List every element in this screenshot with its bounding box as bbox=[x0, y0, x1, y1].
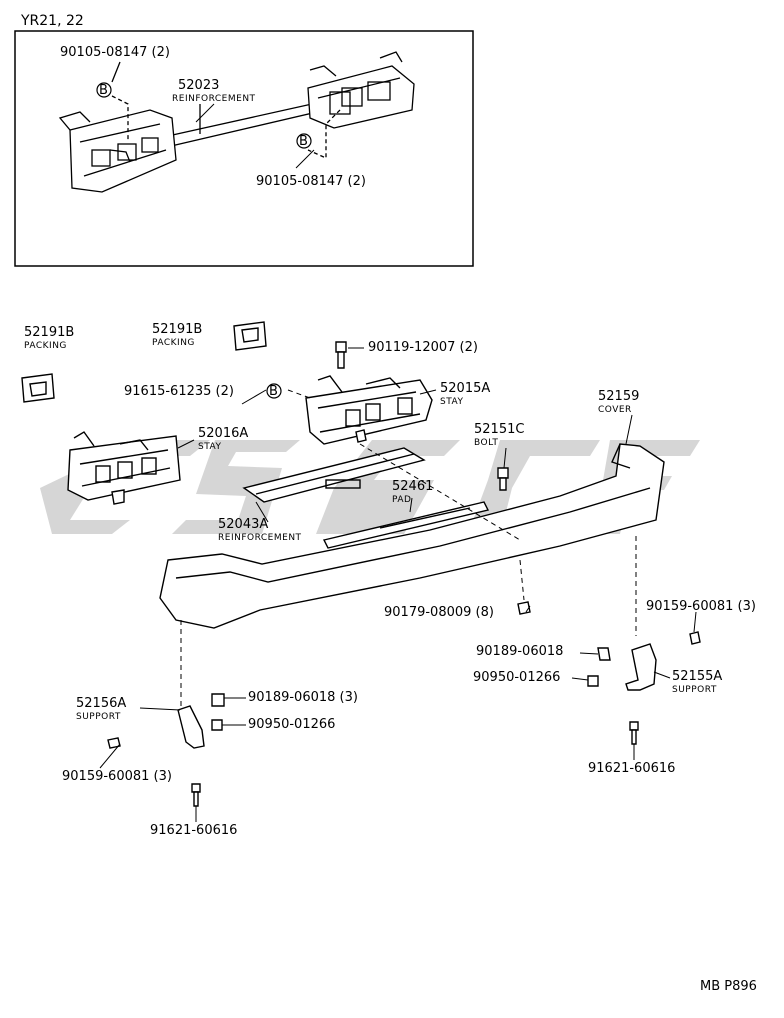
stay-52015a-number: 52015A bbox=[440, 381, 491, 396]
support-52156a-name: SUPPORT bbox=[76, 712, 121, 722]
inset-reinforcement-name: REINFORCEMENT bbox=[172, 94, 256, 104]
support-52155a-number: 52155A bbox=[672, 669, 723, 684]
reinf-52043a-name: REINFORCEMENT bbox=[218, 533, 302, 543]
stay-52016a-name: STAY bbox=[198, 442, 222, 452]
callout-b-letter: B bbox=[99, 83, 108, 98]
inset-bolt-top-number: 90105-08147 (2) bbox=[60, 45, 170, 60]
bumper-assembly-drawing bbox=[21, 321, 701, 807]
leader-line bbox=[195, 103, 215, 123]
bolt-right-91621-number: 91621-60616 bbox=[588, 761, 676, 776]
pad-52461-name: PAD bbox=[392, 495, 412, 505]
inset-model-label: YR21, 22 bbox=[21, 13, 84, 29]
nut-left-90189-number: 90189-06018 (3) bbox=[248, 690, 358, 705]
washer-left-90950-number: 90950-01266 bbox=[248, 717, 336, 732]
callout-b-letter: B bbox=[299, 134, 308, 149]
inset-reinforcement-number: 52023 bbox=[178, 78, 220, 93]
clip-91615-number: 91615-61235 (2) bbox=[124, 384, 234, 399]
packing-mid-name: PACKING bbox=[152, 338, 195, 348]
nut-90179-number: 90179-08009 (8) bbox=[384, 605, 494, 620]
callout-b-circle bbox=[296, 133, 312, 149]
reinf-52043a-number: 52043A bbox=[218, 517, 269, 532]
solid-leaders bbox=[99, 347, 697, 822]
leader-line bbox=[295, 149, 315, 169]
bolt-52151c-number: 52151C bbox=[474, 422, 525, 437]
inset-frame bbox=[14, 30, 474, 267]
callout-b-letter: B bbox=[269, 384, 278, 399]
callout-b-circle bbox=[96, 82, 112, 98]
pad-52461-number: 52461 bbox=[392, 479, 434, 494]
cover-52159-number: 52159 bbox=[598, 389, 640, 404]
packing-left-number: 52191B bbox=[24, 325, 75, 340]
bolt-90119-number: 90119-12007 (2) bbox=[368, 340, 478, 355]
leader-lines bbox=[180, 389, 637, 708]
sheet-code: MB P896 bbox=[700, 979, 757, 994]
inset-reinforcement-drawing bbox=[58, 51, 415, 193]
stay-52016a-number: 52016A bbox=[198, 426, 249, 441]
bolt-left-91621-number: 91621-60616 bbox=[150, 823, 238, 838]
stay-52015a-name: STAY bbox=[440, 397, 464, 407]
cover-52159-name: COVER bbox=[598, 405, 632, 415]
screw-left-90159-number: 90159-60081 (3) bbox=[62, 769, 172, 784]
washer-right-90950-number: 90950-01266 bbox=[473, 670, 561, 685]
inset-bolt-bottom-number: 90105-08147 (2) bbox=[256, 174, 366, 189]
support-52156a-number: 52156A bbox=[76, 696, 127, 711]
screw-right-90159-number: 90159-60081 (3) bbox=[646, 599, 756, 614]
packing-left-name: PACKING bbox=[24, 341, 67, 351]
support-52155a-name: SUPPORT bbox=[672, 685, 717, 695]
packing-mid-number: 52191B bbox=[152, 322, 203, 337]
nut-right-90189-number: 90189-06018 bbox=[476, 644, 564, 659]
bolt-52151c-name: BOLT bbox=[474, 438, 499, 448]
callout-b-circle bbox=[266, 383, 282, 399]
